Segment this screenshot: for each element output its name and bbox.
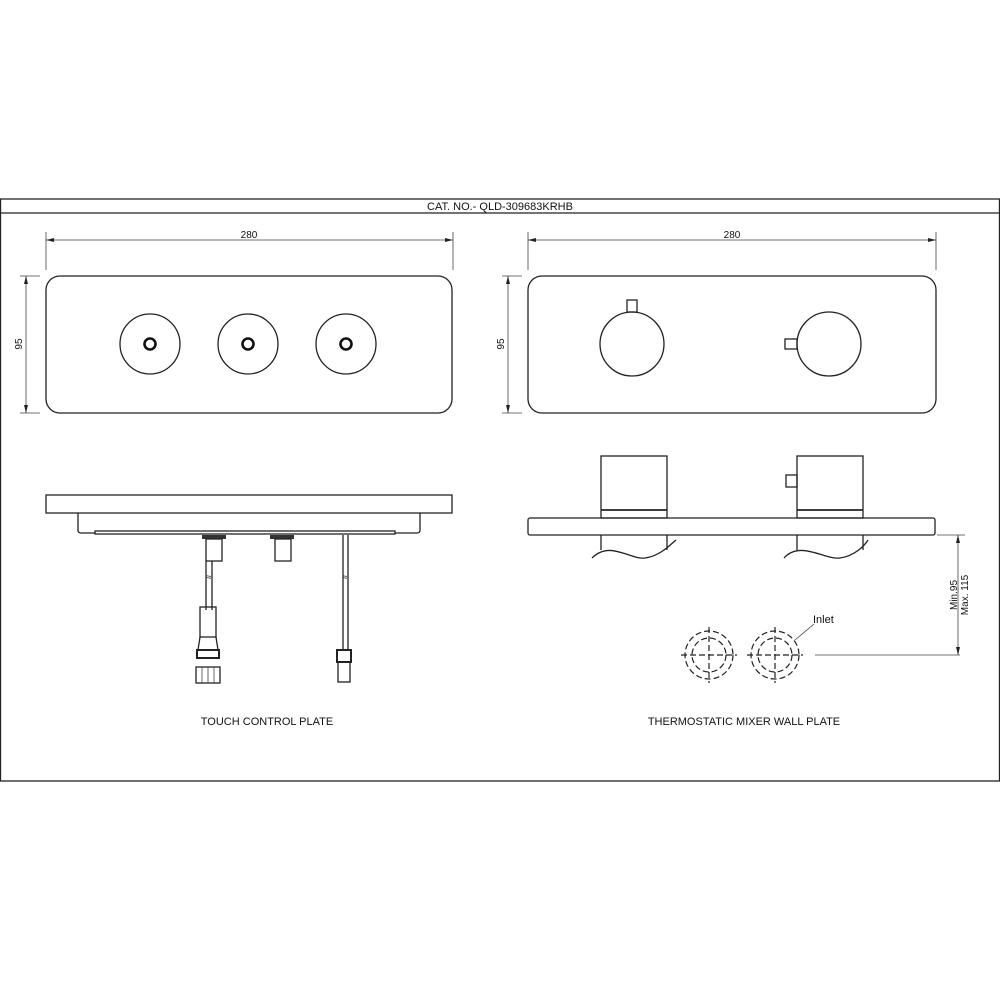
touch-button [315,313,377,375]
mixer-knob [784,311,862,377]
inlet-leader-line [794,623,815,641]
connector [270,535,294,562]
height-dimension: 95 [14,338,25,350]
depth-min: Min.95 [949,580,960,610]
depth-max: Max. 115 [960,574,971,615]
mixer-plate-side-view: Min.95 Max. 115 Inlet THERMOSTATIC MIXER… [527,455,971,728]
mixer-plate-caption: THERMOSTATIC MIXER WALL PLATE [648,716,840,728]
width-dimension: 280 [724,230,741,241]
touch-plate-front-view: 280 95 [14,230,454,414]
cable: ≈ [336,535,352,683]
inlet-symbol [747,627,803,683]
mixer-plate-outline [527,275,937,414]
touch-button [119,313,181,375]
connector: ≈ [195,535,226,684]
height-dimension: 95 [496,338,507,350]
touch-button [217,313,279,375]
svg-text:≈: ≈ [207,572,212,582]
catalog-number: CAT. NO.- QLD-309683KRHB [427,201,573,213]
inlet-symbol [681,627,737,683]
touch-plate-side-view: ≈ ≈ TOUCH CONTROL PLATE [45,494,453,728]
svg-text:≈: ≈ [343,572,348,582]
drawing-frame [0,198,1000,782]
mixer-plate-front-view: 280 95 [496,230,937,414]
inlet-label: Inlet [813,614,834,626]
mixer-knob [599,299,665,377]
touch-plate-caption: TOUCH CONTROL PLATE [201,716,333,728]
width-dimension: 280 [241,230,258,241]
touch-plate-outline [45,275,453,414]
